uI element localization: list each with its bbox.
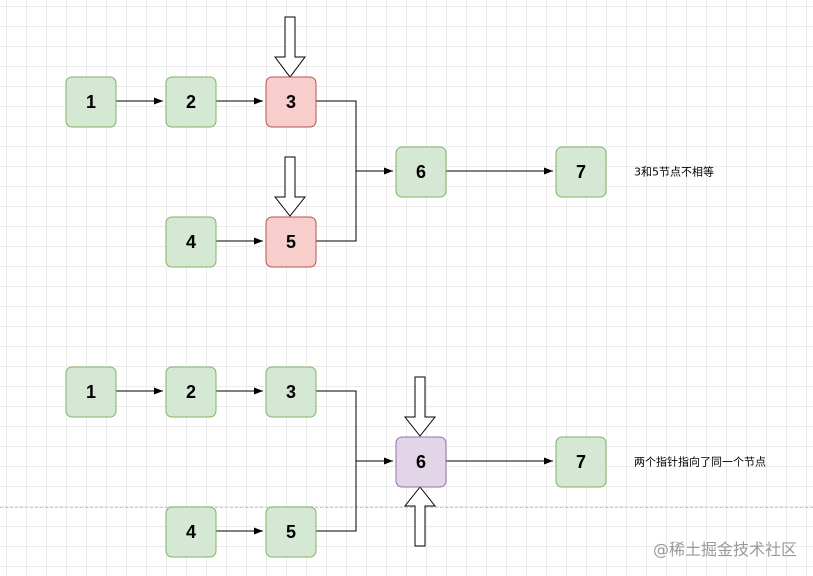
node-label: 1 [86, 382, 96, 402]
node-label: 2 [186, 92, 196, 112]
pointer-arrow-icon [273, 156, 307, 217]
edge-3-to-6 [316, 100, 393, 175]
diagram-1: 1 2 3 4 5 6 7 3和5节点不相等 [65, 16, 714, 268]
pointer-arrow-icon [274, 16, 306, 78]
page-separator-line [0, 507, 813, 508]
watermark: @稀土掘金技术社区 [652, 540, 797, 559]
node-label: 1 [86, 92, 96, 112]
edge-3-to-6 [316, 390, 393, 465]
node-label: 6 [416, 452, 426, 472]
node-3: 3 [265, 366, 317, 418]
node-3: 3 [265, 76, 317, 128]
pointer-arrow-icon [403, 486, 437, 547]
diagram-2: 1 2 3 4 5 6 7 两个指针指向了同一个节点 [65, 366, 766, 558]
node-label: 6 [416, 162, 426, 182]
node-2: 2 [165, 76, 217, 128]
node-6: 6 [395, 146, 447, 198]
pointer-arrow-icon [403, 376, 437, 437]
node-7: 7 [555, 146, 607, 198]
node-6: 6 [395, 436, 447, 488]
node-4: 4 [165, 506, 217, 558]
node-label: 7 [576, 162, 586, 182]
node-5: 5 [265, 216, 317, 268]
node-label: 2 [186, 382, 196, 402]
node-label: 5 [286, 232, 296, 252]
node-4: 4 [165, 216, 217, 268]
node-5: 5 [265, 506, 317, 558]
node-label: 4 [186, 522, 196, 542]
node-1: 1 [65, 76, 117, 128]
node-7: 7 [555, 436, 607, 488]
annotation-text: 3和5节点不相等 [634, 165, 714, 179]
edge-5-to-6 [316, 461, 357, 532]
node-2: 2 [165, 366, 217, 418]
edge-5-to-6 [316, 171, 357, 242]
node-label: 3 [286, 92, 296, 112]
annotation-text: 两个指针指向了同一个节点 [634, 455, 766, 469]
node-label: 7 [576, 452, 586, 472]
node-label: 3 [286, 382, 296, 402]
node-1: 1 [65, 366, 117, 418]
node-label: 5 [286, 522, 296, 542]
node-label: 4 [186, 232, 196, 252]
